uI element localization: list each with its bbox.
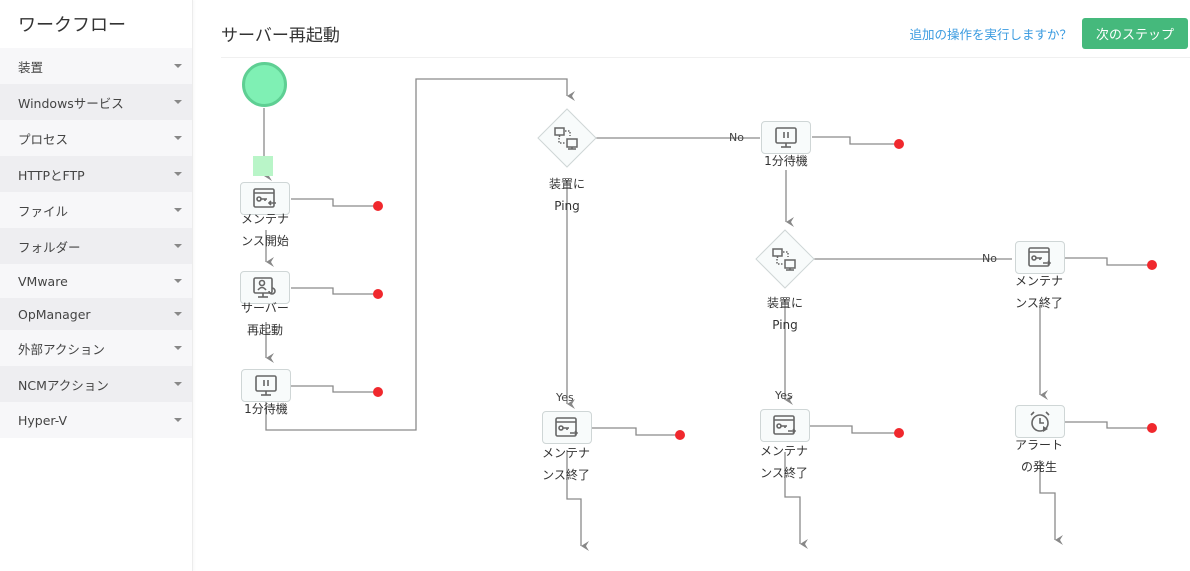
node-label: 装置に Ping [766, 296, 803, 332]
sidebar: ワークフロー 装置 Windowsサービス プロセス HTTPとFTP ファイル… [0, 0, 193, 571]
maintenance-end-icon [773, 414, 797, 435]
edge-label-no: No [982, 252, 997, 265]
failure-connector [291, 198, 378, 207]
node-wait-2[interactable] [761, 121, 811, 154]
start-node[interactable] [242, 62, 287, 107]
sidebar-item-file[interactable]: ファイル [0, 192, 192, 228]
node-server-restart[interactable] [240, 271, 290, 304]
sidebar-item-label: 装置 [18, 59, 44, 75]
caret-down-icon [174, 382, 182, 386]
caret-down-icon [174, 346, 182, 350]
node-label: メンテナ ンス終了 [1014, 274, 1063, 310]
sidebar-item-device[interactable]: 装置 [0, 48, 192, 84]
maintenance-start-icon [253, 187, 276, 208]
sidebar-title: ワークフロー [18, 15, 126, 36]
node-label: 1分待機 [244, 402, 288, 416]
sidebar-item-http-ftp[interactable]: HTTPとFTP [0, 156, 192, 192]
node-label: メンテナ ンス開始 [240, 212, 289, 248]
sidebar-item-folder[interactable]: フォルダー [0, 228, 192, 264]
sidebar-item-external-actions[interactable]: 外部アクション [0, 330, 192, 366]
caret-down-icon [174, 208, 182, 212]
sidebar-item-label: OpManager [18, 306, 91, 322]
failure-connector [812, 136, 899, 145]
decision-ping-device-1[interactable] [537, 108, 597, 168]
failure-dot [373, 201, 383, 211]
failure-dot [373, 387, 383, 397]
sidebar-item-process[interactable]: プロセス [0, 120, 192, 156]
next-step-button[interactable]: 次のステップ [1082, 18, 1188, 49]
failure-connector [291, 287, 378, 295]
sidebar-item-label: VMware [18, 273, 68, 289]
node-label: サーバー 再起動 [241, 301, 289, 337]
sidebar-item-label: NCMアクション [18, 377, 109, 393]
sidebar-item-vmware[interactable]: VMware [0, 264, 192, 298]
wait-icon [775, 126, 797, 148]
maintenance-end-icon [1028, 246, 1052, 267]
sidebar-list: 装置 Windowsサービス プロセス HTTPとFTP ファイル フォルダー … [0, 48, 192, 438]
edge-label-yes: Yes [775, 389, 793, 402]
failure-connector [1065, 257, 1152, 266]
node-label: 1分待機 [764, 154, 808, 168]
sidebar-item-label: ファイル [18, 203, 69, 219]
node-label: 装置に Ping [548, 177, 585, 213]
maintenance-end-icon [555, 416, 579, 437]
failure-connector [1065, 421, 1152, 429]
server-restart-icon [253, 276, 276, 298]
node-wait-1[interactable] [241, 369, 291, 402]
node-maintenance-start[interactable] [240, 182, 290, 215]
node-raise-alert[interactable] [1015, 405, 1065, 438]
caret-down-icon [174, 312, 182, 316]
failure-dot [1147, 423, 1157, 433]
main-panel: サーバー再起動 追加の操作を実行しますか？ 次のステップ [194, 0, 1190, 571]
node-label: メンテナ ンス終了 [759, 444, 808, 480]
caret-down-icon [174, 100, 182, 104]
caret-down-icon [174, 279, 182, 283]
caret-down-icon [174, 136, 182, 140]
sidebar-item-opmanager[interactable]: OpManager [0, 298, 192, 330]
decision-ping-device-2[interactable] [755, 229, 815, 289]
failure-connector [291, 385, 378, 393]
node-maintenance-end-1[interactable] [542, 411, 592, 444]
drop-target-highlight [253, 156, 273, 176]
failure-dot [894, 139, 904, 149]
sidebar-item-label: プロセス [18, 131, 69, 147]
caret-down-icon [174, 418, 182, 422]
alarm-icon [1030, 410, 1050, 432]
more-actions-link[interactable]: 追加の操作を実行しますか？ [909, 27, 1072, 42]
workflow-canvas[interactable]: メンテナ ンス開始 サーバー 再起動 1分待機 装置に Ping No Yes … [194, 0, 1190, 571]
sidebar-item-label: 外部アクション [18, 341, 105, 357]
failure-dot [373, 289, 383, 299]
sidebar-item-label: フォルダー [18, 239, 81, 255]
wait-icon [255, 374, 277, 396]
sidebar-item-label: Windowsサービス [18, 95, 124, 111]
node-label: アラート の発生 [1014, 438, 1063, 474]
edge-label-yes: Yes [556, 391, 574, 404]
failure-dot [675, 430, 685, 440]
edge-label-no: No [729, 131, 744, 144]
sidebar-item-hyper-v[interactable]: Hyper-V [0, 402, 192, 438]
sidebar-item-label: Hyper-V [18, 412, 68, 428]
node-maintenance-end-3[interactable] [1015, 241, 1065, 274]
sidebar-item-ncm-actions[interactable]: NCMアクション [0, 366, 192, 402]
page-title: サーバー再起動 [221, 26, 340, 46]
node-maintenance-end-2[interactable] [760, 409, 810, 442]
sidebar-item-windows-services[interactable]: Windowsサービス [0, 84, 192, 120]
header: サーバー再起動 追加の操作を実行しますか？ 次のステップ [221, 0, 1190, 58]
sidebar-item-label: HTTPとFTP [18, 167, 85, 183]
caret-down-icon [174, 172, 182, 176]
failure-connector [592, 427, 680, 436]
failure-connector [810, 425, 899, 434]
caret-down-icon [174, 244, 182, 248]
node-label: メンテナ ンス終了 [541, 446, 590, 482]
failure-dot [1147, 260, 1157, 270]
caret-down-icon [174, 64, 182, 68]
connector [265, 78, 575, 431]
failure-dot [894, 428, 904, 438]
